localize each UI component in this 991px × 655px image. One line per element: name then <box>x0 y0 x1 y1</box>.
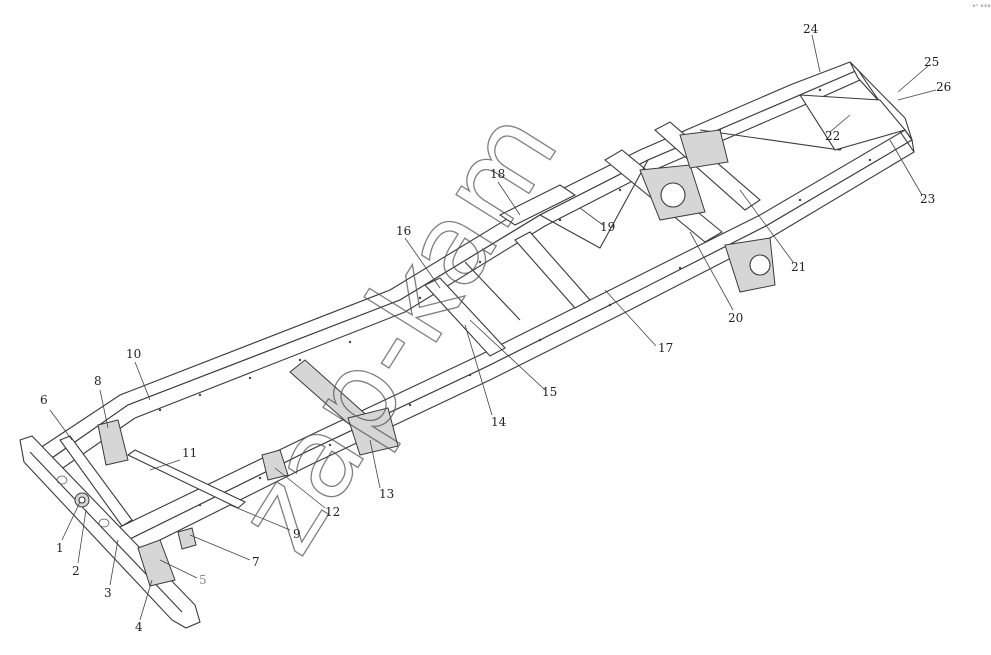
callout-24: 24 <box>803 22 819 36</box>
callout-11: 11 <box>182 446 197 460</box>
rear-insert-22 <box>798 94 906 151</box>
callout-20: 20 <box>728 311 743 325</box>
callout-19: 19 <box>600 220 615 234</box>
callout-5: 5 <box>199 573 207 587</box>
bracket-21 <box>679 129 729 169</box>
callout-6: 6 <box>40 393 48 407</box>
spring-bracket-13 <box>347 407 399 456</box>
callout-10: 10 <box>126 347 141 361</box>
bracket-5 <box>137 539 176 587</box>
callout-26: 26 <box>936 80 951 94</box>
callout-4: 4 <box>135 620 143 634</box>
spring-bracket-12 <box>261 449 289 481</box>
callout-22: 22 <box>825 129 840 143</box>
callout-12: 12 <box>325 505 340 519</box>
callout-21: 21 <box>791 260 806 274</box>
chassis-frame <box>19 61 915 629</box>
callout-14: 14 <box>491 415 507 429</box>
callout-1: 1 <box>56 541 64 555</box>
callout-labels: 1234567891011121314151617181920212223242… <box>40 22 951 634</box>
spring-bracket-8 <box>97 419 129 466</box>
cross-member-21 <box>654 121 761 211</box>
callout-18: 18 <box>490 167 505 181</box>
callout-23: 23 <box>920 192 935 206</box>
callout-3: 3 <box>104 586 112 600</box>
bracket-7 <box>177 527 197 550</box>
leader-lines <box>49 34 937 621</box>
callout-8: 8 <box>94 374 102 388</box>
front-cross-member <box>59 435 133 527</box>
corner-mark: °″ °°° <box>972 4 991 12</box>
callout-16: 16 <box>396 224 411 238</box>
cross-member-11 <box>126 449 247 509</box>
callout-9: 9 <box>293 527 301 541</box>
callout-15: 15 <box>542 385 557 399</box>
callout-13: 13 <box>379 487 394 501</box>
callout-2: 2 <box>72 564 80 578</box>
rivet-holes <box>158 88 872 507</box>
callout-7: 7 <box>252 555 260 569</box>
callout-17: 17 <box>658 341 673 355</box>
callout-25: 25 <box>924 55 939 69</box>
cross-member-17 <box>514 231 591 309</box>
battery-box-bracket-18 <box>498 184 577 226</box>
